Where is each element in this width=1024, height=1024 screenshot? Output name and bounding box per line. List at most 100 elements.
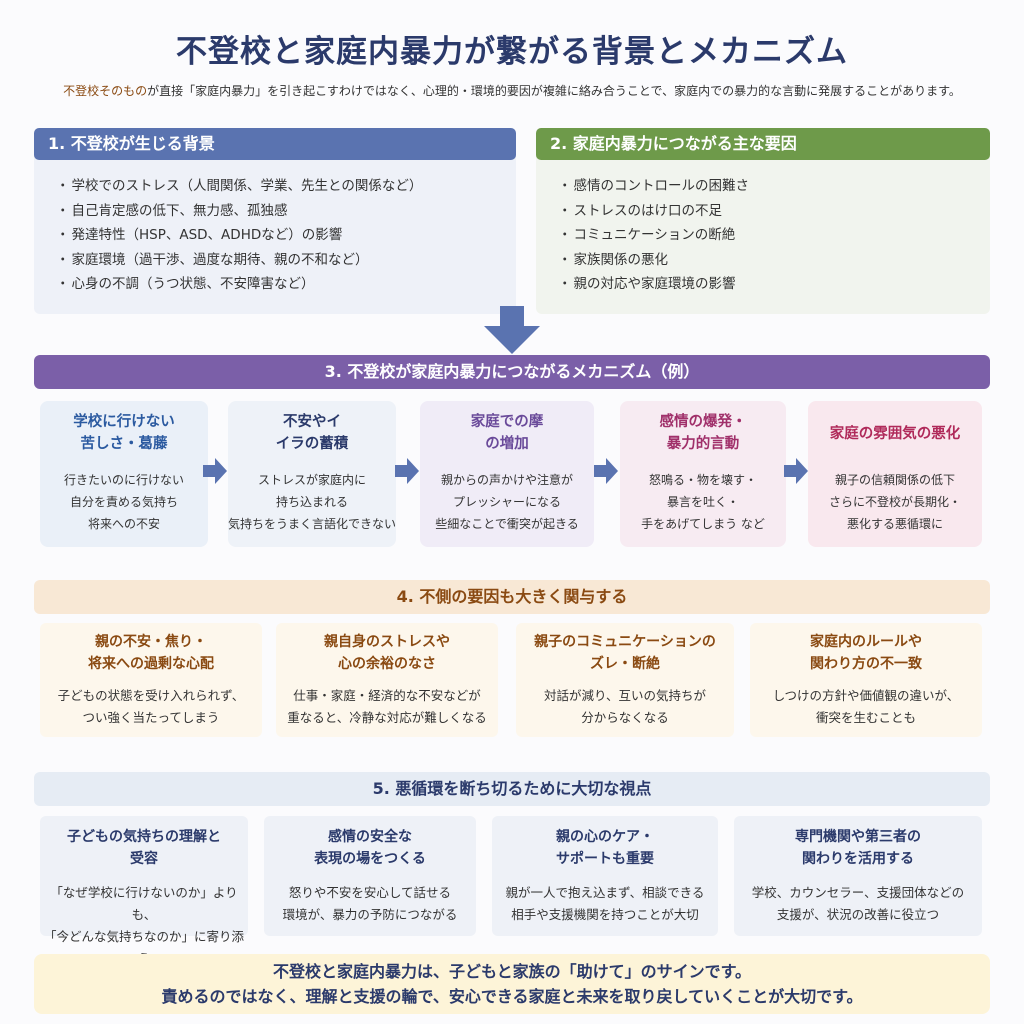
section4-card: 親子のコミュニケーションのズレ・断絶対話が減り、互いの気持ちが分からなくなる [516, 623, 734, 737]
mechanism-desc-line: 些細なことで衝突が起きる [435, 517, 579, 531]
mechanism-desc-line: 親子の信頼関係の低下 [834, 473, 955, 487]
card-desc: 対話が減り、互いの気持ちが分からなくなる [516, 681, 734, 729]
card-desc-line: つい強く当たってしまう [82, 710, 220, 725]
card-title: 家庭内のルールや関わり方の不一致 [750, 623, 982, 681]
section-5-heading: 5. 悪循環を断ち切るために大切な視点 [34, 772, 990, 806]
card-title-line: 心の余裕のなさ [338, 656, 436, 672]
mechanism-desc-line: ストレスが家庭内に [257, 473, 366, 487]
card-desc: しつけの方針や価値観の違いが、衝突を生むことも [750, 681, 982, 729]
mechanism-title-line: の増加 [485, 436, 529, 452]
card-title-line: 子どもの気持ちの理解と [67, 829, 221, 845]
card-title-line: 感情の安全な [328, 829, 412, 845]
mechanism-title-line: 家庭での摩 [470, 414, 544, 430]
card-title-line: 親の心のケア・ [556, 829, 654, 845]
mechanism-desc-line: 悪化する悪循環に [846, 517, 943, 531]
card-title: 親の不安・焦り・将来への過剰な心配 [40, 623, 262, 681]
subtitle-highlight: 不登校そのもの [63, 84, 148, 98]
mechanism-desc-line: 持ち込まれる [275, 495, 348, 509]
card-title: 親自身のストレスや心の余裕のなさ [276, 623, 498, 681]
mechanism-desc-line: 自分を責める気持ち [69, 495, 178, 509]
card-desc-line: 怒りや不安を安心して話せる [288, 885, 452, 900]
list-item: 家族関係の悪化 [558, 248, 990, 273]
mechanism-desc-line: 親からの声かけや注意が [440, 473, 573, 487]
card-desc-line: しつけの方針や価値観の違いが、 [772, 688, 960, 703]
mechanism-title-line: 苦しさ・葛藤 [80, 436, 168, 452]
list-item: 感情のコントロールの困難さ [558, 174, 990, 199]
card-title-line: 表現の場をつくる [314, 851, 426, 867]
card-desc-line: 分からなくなる [581, 710, 669, 725]
mechanism-title-line: 暴力的言動 [666, 436, 740, 452]
card-desc-line: 学校、カウンセラー、支援団体などの [751, 885, 965, 900]
card-title: 子どもの気持ちの理解と受容 [40, 816, 248, 878]
card-desc-line: 子どもの状態を受け入れられず、 [57, 688, 245, 703]
mechanism-card-title: 不安やイイラの蓄積 [228, 401, 396, 463]
card-desc-line: 親が一人で抱え込まず、相談できる [505, 885, 705, 900]
mechanism-card-desc: 行きたいのに行けない自分を責める気持ち将来への不安 [40, 463, 208, 535]
section-1-list: 学校でのストレス（人間関係、学業、先生との関係など） 自己肯定感の低下、無力感、… [34, 160, 516, 297]
mechanism-desc-line: 手をあげてしまう など [641, 517, 765, 531]
card-title-line: 家庭内のルールや [810, 634, 922, 650]
mechanism-card-desc: ストレスが家庭内に持ち込まれる気持ちをうまく言語化できない [228, 463, 396, 535]
subtitle-text: が直接「家庭内暴力」を引き起こすわけではなく、心理的・環境的要因が複雑に絡み合う… [147, 84, 961, 98]
mechanism-card-title: 学校に行けない苦しさ・葛藤 [40, 401, 208, 463]
card-desc: 怒りや不安を安心して話せる環境が、暴力の予防につながる [264, 878, 476, 926]
card-desc-line: 相手や支援機関を持つことが大切 [511, 907, 699, 922]
mechanism-title-line: 家庭の雰囲気の悪化 [829, 426, 961, 442]
footer-message: 不登校と家庭内暴力は、子どもと家族の「助けて」のサインです。 責めるのではなく、… [34, 954, 990, 1014]
list-item: 学校でのストレス（人間関係、学業、先生との関係など） [56, 174, 516, 199]
mechanism-desc-line: 怒鳴る・物を壊す・ [648, 473, 757, 487]
right-arrow-icon [594, 458, 618, 484]
card-desc: 学校、カウンセラー、支援団体などの支援が、状況の改善に役立つ [734, 878, 982, 926]
page-title: 不登校と家庭内暴力が繋がる背景とメカニズム [176, 34, 848, 70]
card-desc-line: 対話が減り、互いの気持ちが [543, 688, 706, 703]
card-desc-line: 支援が、状況の改善に役立つ [776, 907, 940, 922]
section-3-heading: 3. 不登校が家庭内暴力につながるメカニズム（例） [34, 355, 990, 389]
mechanism-card: 不安やイイラの蓄積ストレスが家庭内に持ち込まれる気持ちをうまく言語化できない [228, 401, 396, 547]
card-title-line: 親自身のストレスや [324, 634, 450, 650]
mechanism-card-desc: 親子の信頼関係の低下さらに不登校が長期化・悪化する悪循環に [808, 463, 982, 535]
mechanism-desc-line: さらに不登校が長期化・ [828, 495, 961, 509]
right-arrow-icon [203, 458, 227, 484]
section5-card: 親の心のケア・サポートも重要親が一人で抱え込まず、相談できる相手や支援機関を持つ… [492, 816, 718, 936]
card-desc: 仕事・家庭・経済的な不安などが重なると、冷静な対応が難しくなる [276, 681, 498, 729]
mechanism-card-title: 感情の爆発・暴力的言動 [620, 401, 786, 463]
section-4-heading: 4. 不側の要因も大きく関与する [34, 580, 990, 614]
footer-line: 責めるのではなく、理解と支援の輪で、安心できる家庭と未来を取り戻していくことが大… [161, 987, 863, 1006]
section5-card: 専門機関や第三者の関わりを活用する学校、カウンセラー、支援団体などの支援が、状況… [734, 816, 982, 936]
card-desc-line: 「なぜ学校に行けないのか」よりも、 [50, 885, 238, 922]
section-background: 1. 不登校が生じる背景 学校でのストレス（人間関係、学業、先生との関係など） … [34, 128, 516, 314]
list-item: 自己肯定感の低下、無力感、孤独感 [56, 199, 516, 224]
mechanism-card-desc: 怒鳴る・物を壊す・暴言を吐く・手をあげてしまう など [620, 463, 786, 535]
list-item: 心身の不調（うつ状態、不安障害など） [56, 272, 516, 297]
card-title-line: ズレ・断絶 [590, 656, 660, 672]
right-arrow-icon [784, 458, 808, 484]
list-item: 家庭環境（過干渉、過度な期待、親の不和など） [56, 248, 516, 273]
mechanism-card: 感情の爆発・暴力的言動怒鳴る・物を壊す・暴言を吐く・手をあげてしまう など [620, 401, 786, 547]
section-2-list: 感情のコントロールの困難さ ストレスのはけ口の不足 コミュニケーションの断絶 家… [536, 160, 990, 297]
card-desc-line: 重なると、冷静な対応が難しくなる [287, 710, 487, 725]
card-title: 感情の安全な表現の場をつくる [264, 816, 476, 878]
card-title: 専門機関や第三者の関わりを活用する [734, 816, 982, 878]
mechanism-desc-line: 行きたいのに行けない [63, 473, 184, 487]
right-arrow-icon [395, 458, 419, 484]
section-1-heading: 1. 不登校が生じる背景 [34, 128, 516, 160]
section4-card: 家庭内のルールや関わり方の不一致しつけの方針や価値観の違いが、衝突を生むことも [750, 623, 982, 737]
mechanism-card: 家庭の雰囲気の悪化親子の信頼関係の低下さらに不登校が長期化・悪化する悪循環に [808, 401, 982, 547]
section-factors: 2. 家庭内暴力につながる主な要因 感情のコントロールの困難さ ストレスのはけ口… [536, 128, 990, 314]
mechanism-title-line: 不安やイ [283, 414, 341, 430]
mechanism-title-line: 学校に行けない [73, 414, 175, 430]
mechanism-card-desc: 親からの声かけや注意がプレッシャーになる些細なことで衝突が起きる [420, 463, 594, 535]
card-desc-line: 衝突を生むことも [815, 710, 916, 725]
mechanism-title-line: イラの蓄積 [275, 436, 349, 452]
card-desc: 親が一人で抱え込まず、相談できる相手や支援機関を持つことが大切 [492, 878, 718, 926]
card-title-line: 受容 [130, 851, 158, 867]
card-title-line: 関わりを活用する [802, 851, 914, 867]
section4-card: 親の不安・焦り・将来への過剰な心配子どもの状態を受け入れられず、つい強く当たって… [40, 623, 262, 737]
mechanism-card-title: 家庭の雰囲気の悪化 [808, 401, 982, 463]
section4-card: 親自身のストレスや心の余裕のなさ仕事・家庭・経済的な不安などが重なると、冷静な対… [276, 623, 498, 737]
mechanism-desc-line: 気持ちをうまく言語化できない [228, 517, 397, 531]
card-title-line: 専門機関や第三者の [795, 829, 921, 845]
card-desc-line: 仕事・家庭・経済的な不安などが [293, 688, 481, 703]
card-title-line: サポートも重要 [556, 851, 654, 867]
section-2-heading: 2. 家庭内暴力につながる主な要因 [536, 128, 990, 160]
